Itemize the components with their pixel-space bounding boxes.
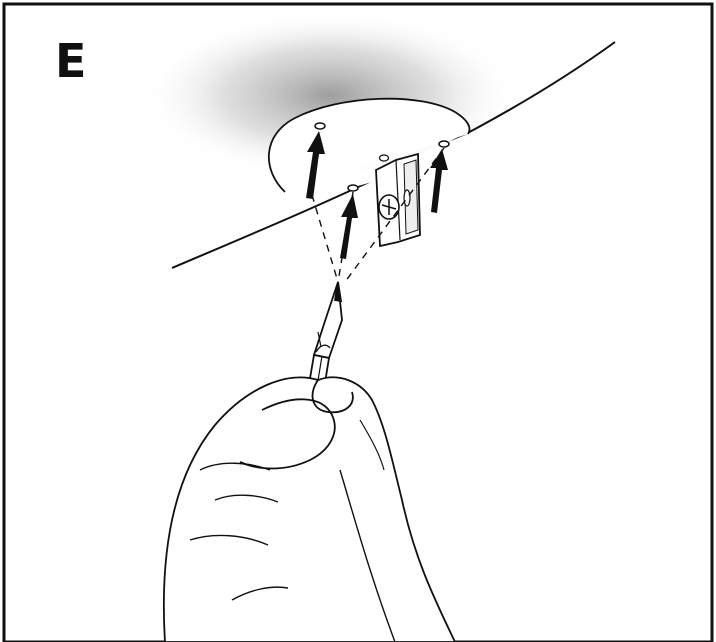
hole-center: [348, 185, 358, 191]
step-label: E: [55, 38, 86, 84]
hole-right: [439, 141, 449, 147]
hole-left: [315, 123, 325, 129]
hand: [164, 377, 455, 642]
hole-small: [380, 155, 389, 161]
